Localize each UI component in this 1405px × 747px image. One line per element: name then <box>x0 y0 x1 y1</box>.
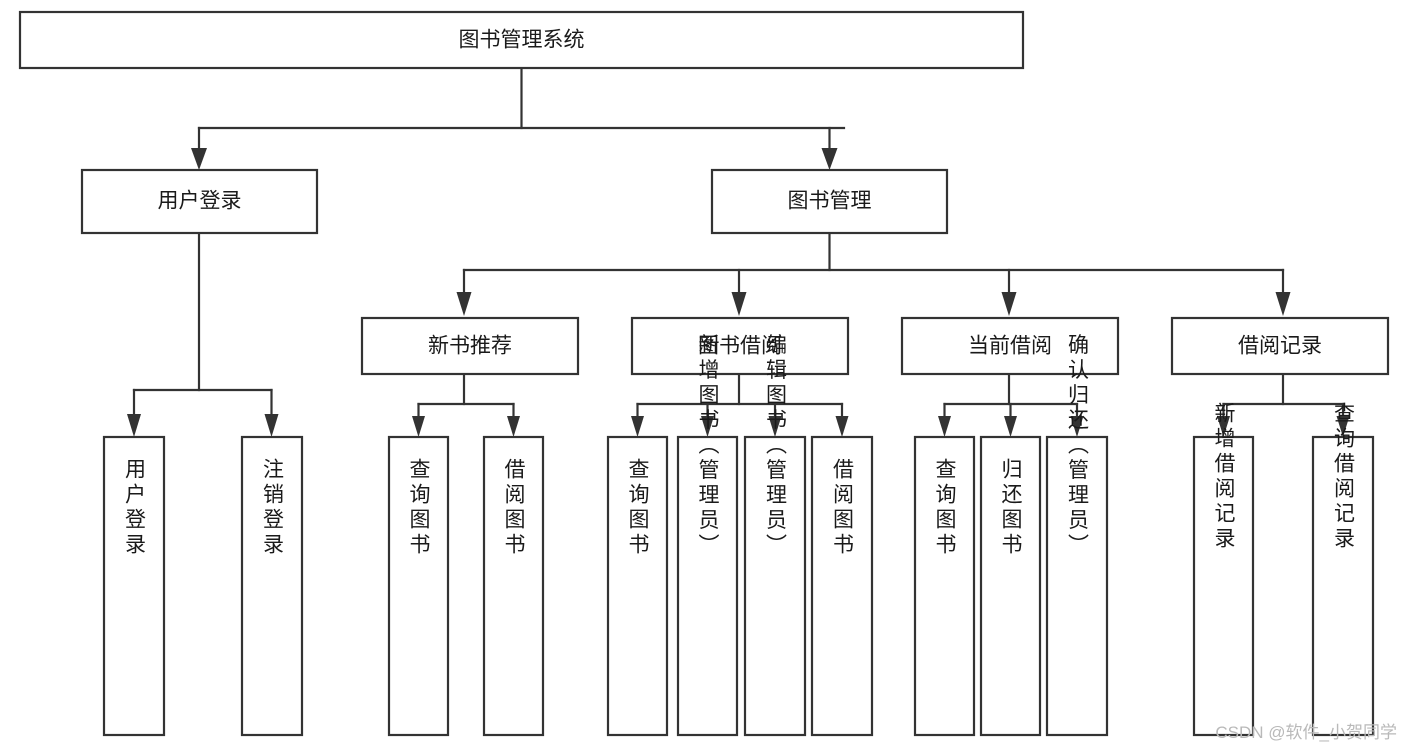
node-leaf-borrow-book-1-label: 借阅图书 <box>502 458 526 558</box>
node-leaf-borrow-book-1[interactable]: 借阅图书 <box>482 435 545 737</box>
node-leaf-query-book-3-label: 查询图书 <box>933 458 957 558</box>
node-user-login-label: 用户登录 <box>158 190 242 213</box>
connector-borrow-record-to-leaves <box>1217 372 1350 437</box>
node-book-borrow[interactable]: 图书借阅 <box>630 316 850 376</box>
node-leaf-query-book-2[interactable]: 查询图书 <box>606 435 669 737</box>
node-leaf-add-record[interactable]: 新增借阅记录 <box>1192 402 1255 737</box>
node-leaf-query-book-3[interactable]: 查询图书 <box>913 435 976 737</box>
arrow-leaf-edit-book <box>768 416 782 437</box>
arrow-leaf-user-logout <box>264 414 279 437</box>
node-leaf-query-record[interactable]: 查询借阅记录 <box>1311 402 1375 737</box>
node-current-borrow-label: 当前借阅 <box>968 335 1052 358</box>
node-leaf-return-book-label: 归还图书 <box>999 458 1023 558</box>
node-new-book-recommend-box[interactable] <box>360 316 580 376</box>
node-leaf-user-login-label: 用户登录 <box>123 458 147 558</box>
arrow-leaf-user-login <box>127 414 141 437</box>
node-new-book-recommend-label: 新书推荐 <box>428 335 512 358</box>
node-leaf-borrow-book-2-label: 借阅图书 <box>831 458 855 558</box>
node-leaf-return-book-box[interactable] <box>979 435 1042 737</box>
node-leaf-borrow-book-2[interactable]: 借阅图书 <box>810 435 874 737</box>
node-leaf-query-record-label: 查询借阅记录 <box>1332 402 1356 552</box>
connector-root-to-level2 <box>191 66 846 170</box>
node-new-book-recommend[interactable]: 新书推荐 <box>360 316 580 376</box>
arrow-leaf-confirm-return <box>1070 416 1084 437</box>
connector-book-borrow-to-leaves <box>631 372 849 437</box>
node-borrow-record-label: 借阅记录 <box>1238 335 1322 358</box>
node-leaf-return-book[interactable]: 归还图书 <box>979 435 1042 737</box>
node-leaf-edit-book[interactable]: 编辑图书（管理员） <box>743 334 807 737</box>
arrow-book-borrow <box>731 292 747 316</box>
node-leaf-query-book-3-box[interactable] <box>913 435 976 737</box>
node-leaf-query-record-box[interactable] <box>1311 435 1375 737</box>
node-leaf-query-book-1[interactable]: 查询图书 <box>387 435 450 737</box>
node-leaf-borrow-book-2-box[interactable] <box>810 435 874 737</box>
node-leaf-confirm-return-label: 确认归还（管理员） <box>1066 334 1090 559</box>
arrow-leaf-query-book-2 <box>631 416 644 437</box>
connector-book-management-to-level3 <box>456 231 1291 316</box>
arrow-leaf-add-book <box>701 416 714 437</box>
node-leaf-user-logout[interactable]: 注销登录 <box>240 435 304 737</box>
node-leaf-add-record-box[interactable] <box>1192 435 1255 737</box>
arrow-leaf-query-book-1 <box>412 416 425 437</box>
node-root-label: 图书管理系统 <box>459 29 585 52</box>
node-leaf-add-record-label: 新增借阅记录 <box>1212 402 1236 552</box>
node-leaf-user-login[interactable]: 用户登录 <box>102 435 166 737</box>
node-leaf-borrow-book-1-box[interactable] <box>482 435 545 737</box>
arrow-book-management <box>821 148 838 170</box>
node-leaf-add-book[interactable]: 新增图书（管理员） <box>676 334 739 737</box>
node-leaf-confirm-return[interactable]: 确认归还（管理员） <box>1045 334 1109 737</box>
connector-new-book-recommend-to-leaves <box>412 372 520 437</box>
arrow-current-borrow <box>1001 292 1017 316</box>
arrow-leaf-borrow-book-1 <box>507 416 520 437</box>
arrow-borrow-record <box>1275 292 1291 316</box>
node-leaf-query-book-1-label: 查询图书 <box>407 458 431 558</box>
node-user-login-box[interactable] <box>80 168 319 235</box>
arrow-user-login <box>191 148 207 170</box>
node-book-management-box[interactable] <box>710 168 949 235</box>
arrow-leaf-add-record <box>1217 416 1230 437</box>
arrow-leaf-borrow-book-2 <box>835 416 849 437</box>
node-book-management[interactable]: 图书管理 <box>710 168 949 235</box>
node-current-borrow[interactable]: 当前借阅 <box>900 316 1120 376</box>
node-leaf-query-book-2-box[interactable] <box>606 435 669 737</box>
node-leaf-edit-book-box[interactable] <box>743 435 807 737</box>
node-current-borrow-box[interactable] <box>900 316 1120 376</box>
connector-user-login-to-leaves <box>127 231 279 437</box>
connector-current-borrow-to-leaves <box>938 372 1084 437</box>
node-leaf-query-book-2-label: 查询图书 <box>626 458 650 558</box>
node-leaf-user-login-box[interactable] <box>102 435 166 737</box>
node-book-borrow-label: 图书借阅 <box>698 335 782 358</box>
node-user-login[interactable]: 用户登录 <box>80 168 319 235</box>
node-root[interactable]: 图书管理系统 <box>18 10 1025 70</box>
node-leaf-add-book-label: 新增图书（管理员） <box>696 334 720 559</box>
node-borrow-record[interactable]: 借阅记录 <box>1170 316 1390 376</box>
node-book-management-label: 图书管理 <box>788 190 872 213</box>
node-leaf-user-logout-label: 注销登录 <box>261 458 285 558</box>
node-root-box[interactable] <box>18 10 1025 70</box>
node-leaf-add-book-box[interactable] <box>676 435 739 737</box>
node-book-borrow-box[interactable] <box>630 316 850 376</box>
arrow-new-book-recommend <box>456 292 472 316</box>
node-leaf-edit-book-label: 编辑图书（管理员） <box>764 334 788 559</box>
node-leaf-confirm-return-box[interactable] <box>1045 435 1109 737</box>
node-leaf-query-book-1-box[interactable] <box>387 435 450 737</box>
arrow-leaf-query-record <box>1336 416 1350 437</box>
node-leaf-user-logout-box[interactable] <box>240 435 304 737</box>
node-borrow-record-box[interactable] <box>1170 316 1390 376</box>
arrow-leaf-return-book <box>1004 416 1017 437</box>
arrow-leaf-query-book-3 <box>938 416 951 437</box>
